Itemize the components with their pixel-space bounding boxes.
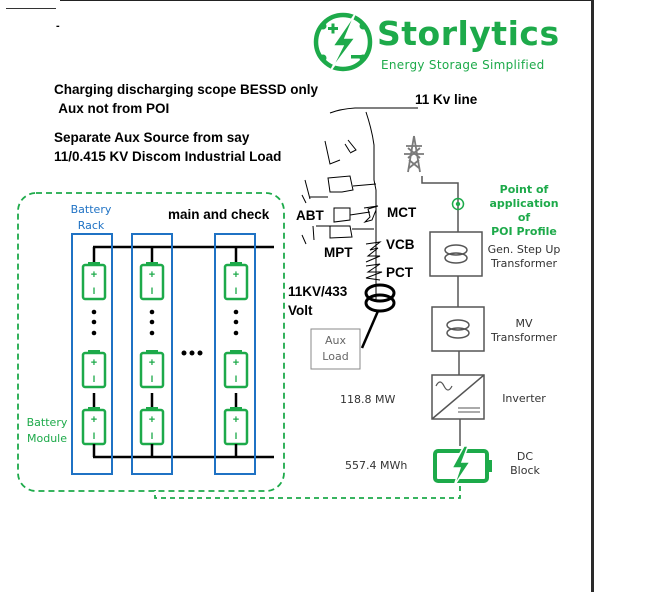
rack-ellipsis-dot [197, 350, 203, 356]
battery-rack [71, 233, 113, 475]
main-and-check-label: main and check [168, 207, 270, 222]
brand-name: Storlytics [377, 14, 560, 53]
dc-block-battery-icon [433, 445, 492, 487]
sld-bus [421, 176, 459, 232]
battery-system-container [17, 192, 285, 492]
dc-block-label: DC Block [510, 450, 540, 477]
mct-label: MCT [387, 205, 417, 220]
battery-minus-sign: I [93, 286, 96, 296]
brand-tagline: Energy Storage Simplified [381, 58, 545, 72]
inverter-label: Inverter [502, 392, 546, 405]
continuation-dot [91, 309, 97, 315]
continuation-dot [149, 330, 155, 336]
11kv-line-label: 11 Kv line [415, 92, 478, 107]
lightning-logo-icon [313, 12, 373, 72]
battery-module [81, 351, 107, 389]
rack-ellipsis-dot [189, 350, 195, 356]
continuation-dot [149, 309, 155, 315]
battery-module [81, 263, 107, 301]
battery-rack-label: Battery Rack [70, 203, 112, 232]
continuation-dot [149, 319, 155, 325]
battery-plus-sign: + [149, 269, 155, 281]
note-line-2: Aux not from POI [55, 101, 170, 116]
abt-box [333, 207, 371, 223]
battery-plus-sign: + [233, 414, 239, 426]
aux-transformer-coil-top [364, 283, 396, 303]
battery-minus-sign: I [235, 286, 238, 296]
battery-minus-sign: I [235, 374, 238, 384]
vcb-label: VCB [386, 237, 415, 252]
abt-meter-box [327, 175, 377, 193]
brand-logo [311, 10, 375, 74]
transformer-rating-line1: 11KV/433 [288, 284, 348, 299]
battery-rack [214, 233, 256, 475]
battery-plus-sign: + [233, 357, 239, 369]
mpt-legs [301, 225, 315, 245]
dc-link-dashed [154, 486, 461, 499]
continuation-dot [233, 309, 239, 315]
right-border [591, 0, 594, 592]
transformer-rating-line2: Volt [288, 303, 313, 318]
vcb-scribble [365, 241, 382, 263]
battery-module [139, 351, 165, 389]
battery-plus-sign: + [149, 414, 155, 426]
mct-scribble [363, 205, 379, 224]
aux-transformer-coil-bottom [364, 293, 396, 313]
top-left-rule [6, 8, 56, 9]
11kv-line [329, 107, 418, 114]
top-border [60, 0, 594, 1]
battery-rack [131, 233, 173, 475]
battery-plus-sign: + [91, 269, 97, 281]
la-scribble [324, 139, 357, 165]
battery-module [139, 263, 165, 301]
battery-module [223, 263, 249, 301]
battery-plus-sign: + [91, 357, 97, 369]
mpt-label: MPT [324, 245, 353, 260]
mv-transformer-label: MV Transformer [490, 317, 557, 344]
battery-module [223, 351, 249, 389]
note-line-4: 11/0.415 KV Discom Industrial Load [54, 149, 282, 164]
note-line-1: Charging discharging scope BESSD only [54, 82, 319, 97]
continuation-dot [233, 319, 239, 325]
abt-label: ABT [296, 208, 324, 223]
aux-load-box [310, 328, 361, 370]
battery-module-label: Battery Module [26, 416, 68, 445]
pct-label: PCT [386, 265, 413, 280]
battery-minus-sign: I [93, 374, 96, 384]
battery-minus-sign: I [151, 374, 154, 384]
energy-rating: 557.4 MWh [345, 459, 408, 472]
gsu-transformer-box [429, 231, 483, 277]
pct-scribble [365, 263, 383, 281]
dash-mark: - [56, 20, 60, 32]
battery-plus-sign: + [149, 357, 155, 369]
continuation-dot [91, 330, 97, 336]
continuation-dot [233, 330, 239, 336]
continuation-dot [91, 319, 97, 325]
battery-plus-sign: + [233, 269, 239, 281]
rack-ellipsis-dot [181, 350, 187, 356]
feeder-line [365, 111, 377, 300]
battery-minus-sign: I [235, 431, 238, 441]
transmission-tower-icon [404, 135, 424, 173]
aux-load-label: Aux Load [322, 334, 349, 363]
gsu-label: Gen. Step Up Transformer [487, 243, 561, 270]
power-rating: 118.8 MW [340, 393, 396, 406]
aux-feeder [360, 310, 380, 349]
mpt-box [316, 225, 374, 239]
battery-minus-sign: I [151, 286, 154, 296]
poi-label: Point of application of POI Profile [489, 183, 559, 238]
poi-marker-icon [451, 197, 465, 211]
abt-meter-legs [301, 179, 328, 204]
mv-transformer-box [431, 306, 485, 352]
battery-plus-sign: + [91, 414, 97, 426]
battery-minus-sign: I [151, 431, 154, 441]
battery-minus-sign: I [93, 431, 96, 441]
note-line-3: Separate Aux Source from say [54, 130, 250, 145]
